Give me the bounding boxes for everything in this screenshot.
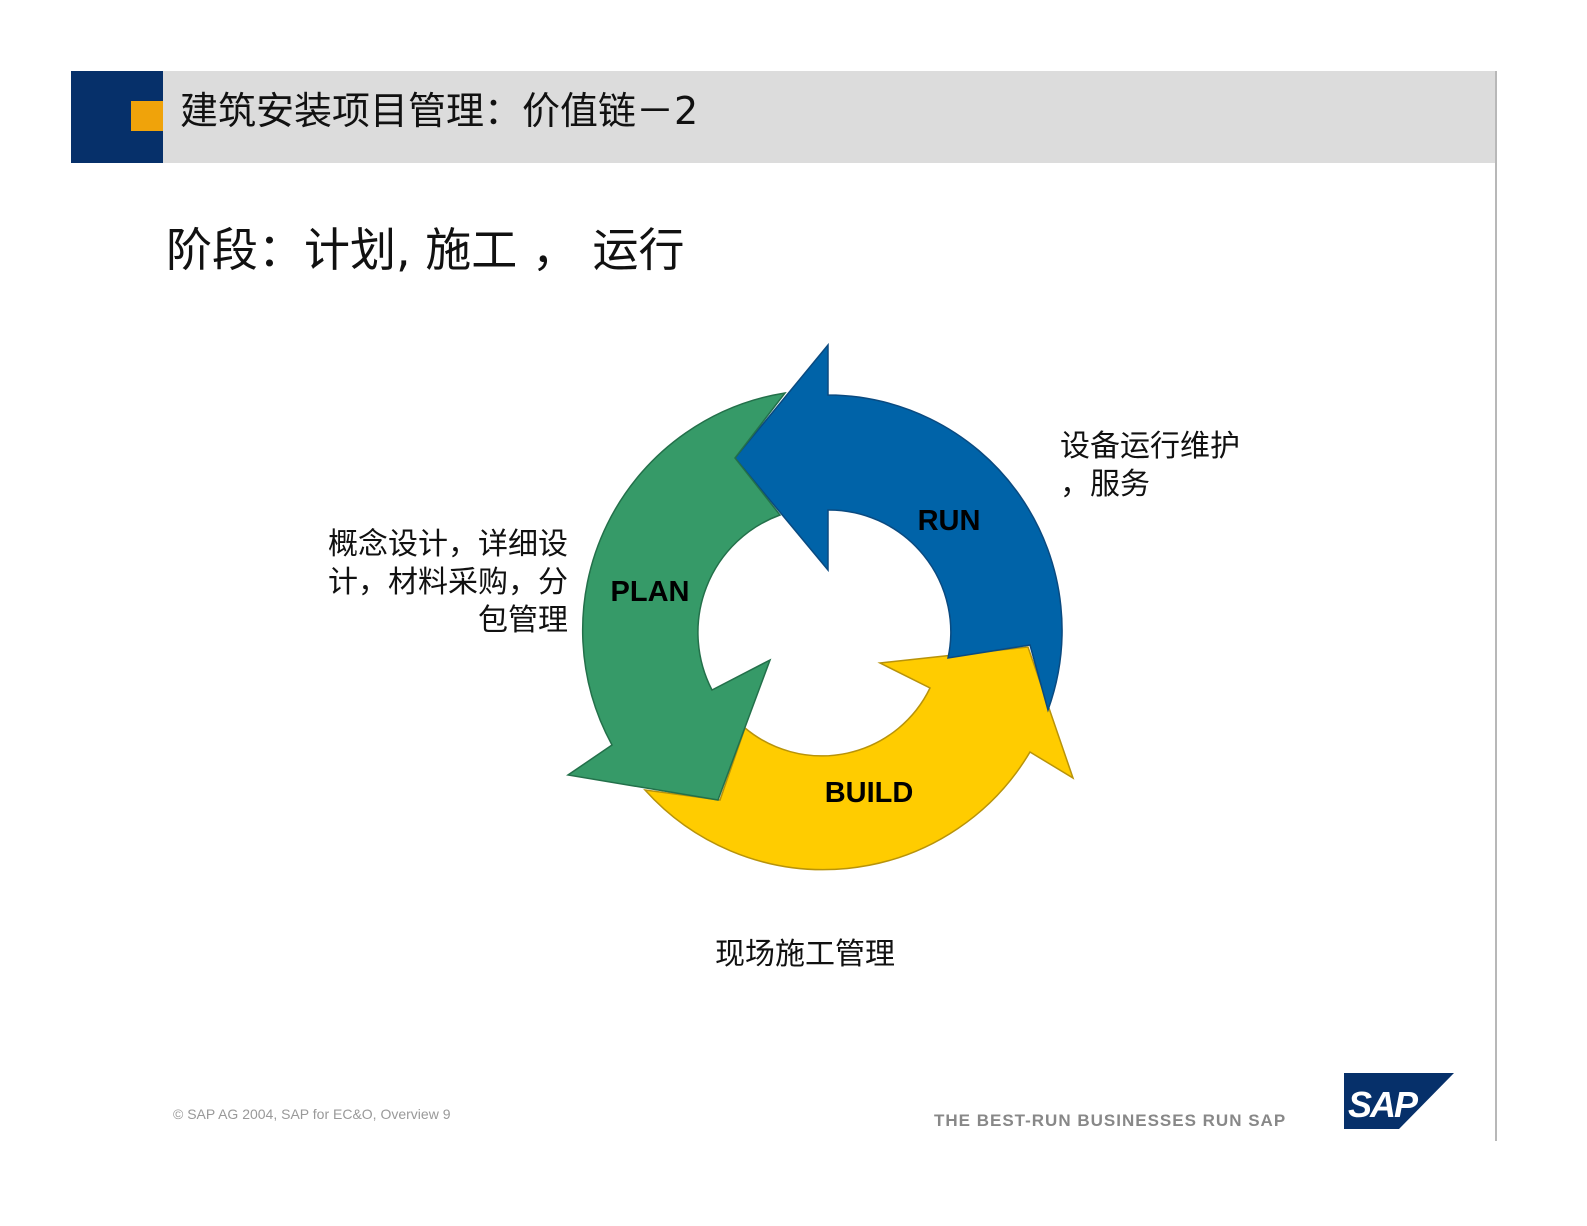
plan-description-line: 包管理 xyxy=(478,603,568,638)
run-description: 设备运行维护 ，服务 xyxy=(1060,428,1240,504)
header-accent-square xyxy=(131,101,163,131)
slide-subtitle: 阶段：计划, 施工 ， 运行 xyxy=(166,223,685,277)
plan-description-line: 计，材料采购，分 xyxy=(328,565,568,600)
plan-description-line: 概念设计，详细设 xyxy=(328,527,568,562)
slide-title: 建筑安装项目管理：价值链－2 xyxy=(180,89,699,133)
sap-tagline: THE BEST-RUN BUSINESSES RUN SAP xyxy=(934,1111,1287,1130)
build-arrow xyxy=(643,646,1075,871)
sap-logo: SAP xyxy=(1344,1073,1454,1129)
run-description-line: 设备运行维护 xyxy=(1060,429,1240,464)
plan-label: PLAN xyxy=(611,576,690,608)
build-description: 现场施工管理 xyxy=(715,937,895,972)
copyright-footer: © SAP AG 2004, SAP for EC&O, Overview 9 xyxy=(173,1106,451,1122)
run-description-line: ，服务 xyxy=(1060,467,1150,502)
right-border-line xyxy=(1495,71,1497,1141)
header-bar xyxy=(71,71,1496,163)
run-label: RUN xyxy=(918,505,981,537)
run-arrow xyxy=(734,342,1063,713)
build-label: BUILD xyxy=(825,777,914,809)
plan-arrow xyxy=(566,391,787,801)
plan-description: 概念设计，详细设 计，材料采购，分 包管理 xyxy=(300,526,568,640)
svg-text:SAP: SAP xyxy=(1348,1084,1419,1125)
